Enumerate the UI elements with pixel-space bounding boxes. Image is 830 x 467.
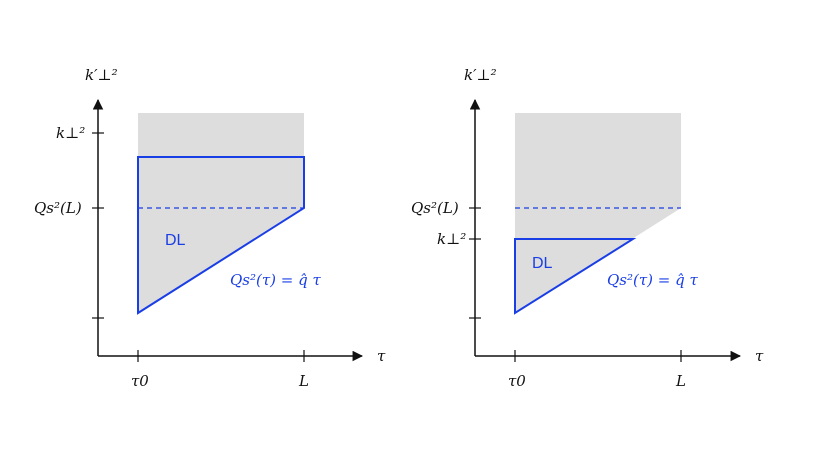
right-region-label: DL — [532, 255, 553, 272]
left-xtick-tau0-label: τ0 — [131, 372, 149, 390]
left-y-axis-label: k′⊥² — [85, 66, 118, 84]
right-ytick-kperp-label: k⊥² — [437, 230, 466, 248]
right-shaded-region — [515, 113, 681, 313]
left-xtick-L-label: L — [298, 372, 309, 390]
left-ytick-kperp-label: k⊥² — [56, 124, 85, 142]
right-xtick-tau0-label: τ0 — [508, 372, 526, 390]
right-dl-outline — [514, 238, 637, 315]
right-panel: k′⊥² τ Qs²(L) k⊥² τ0 L DL Qs²(τ) = q̂ τ — [411, 66, 764, 390]
right-y-axis-label: k′⊥² — [464, 66, 497, 84]
left-curve-label: Qs²(τ) = q̂ τ — [230, 271, 321, 289]
left-region-label: DL — [165, 232, 186, 249]
right-ytick-qs-label: Qs²(L) — [411, 199, 459, 217]
left-ytick-qs-label: Qs²(L) — [34, 199, 82, 217]
left-x-axis-label: τ — [377, 347, 386, 365]
right-x-axis-label: τ — [755, 347, 764, 365]
left-shaded-region — [138, 113, 304, 313]
right-xtick-L-label: L — [675, 372, 686, 390]
left-panel: k′⊥² τ k⊥² Qs²(L) τ0 L DL Qs²(τ) = q̂ τ — [34, 66, 386, 390]
right-curve-label: Qs²(τ) = q̂ τ — [607, 271, 698, 289]
